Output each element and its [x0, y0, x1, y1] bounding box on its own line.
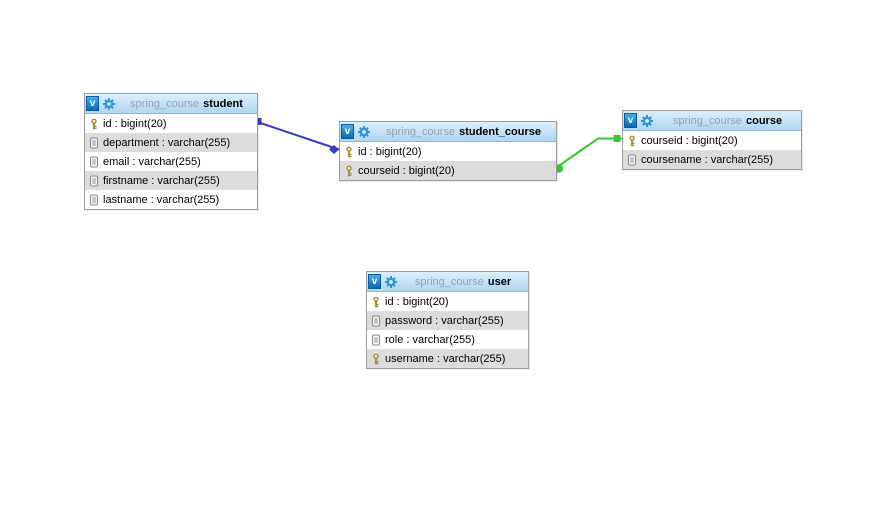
column-field-icon	[372, 315, 380, 326]
column-row[interactable]: id : bigint(20)	[367, 292, 528, 311]
primary-key-icon	[373, 296, 379, 307]
column-field-icon	[628, 154, 636, 165]
column-field-icon	[90, 175, 98, 186]
column-label: id : bigint(20)	[385, 295, 449, 308]
table-node-course[interactable]: v spring_course course	[622, 110, 802, 170]
table-name: student	[203, 97, 243, 110]
column-label: courseid : bigint(20)	[358, 164, 455, 177]
schema-name: spring_course	[385, 125, 456, 138]
column-label: id : bigint(20)	[103, 117, 167, 130]
collapse-toggle-button[interactable]: v	[624, 113, 637, 128]
column-row[interactable]: department : varchar(255)	[85, 133, 257, 152]
column-row[interactable]: id : bigint(20)	[340, 142, 556, 161]
column-label: id : bigint(20)	[358, 145, 422, 158]
collapse-toggle-button[interactable]: v	[368, 274, 381, 289]
column-row[interactable]: username : varchar(255)	[367, 349, 528, 368]
column-row[interactable]: id : bigint(20)	[85, 114, 257, 133]
column-field-icon	[90, 194, 98, 205]
primary-key-icon	[91, 118, 97, 129]
schema-name: spring_course	[130, 97, 200, 110]
column-field-icon	[372, 334, 380, 345]
table-name: user	[487, 275, 512, 288]
column-row[interactable]: password : varchar(255)	[367, 311, 528, 330]
column-row[interactable]: lastname : varchar(255)	[85, 190, 257, 209]
relation-marker-diamond	[329, 145, 339, 154]
column-field-icon	[90, 137, 98, 148]
column-label: firstname : varchar(255)	[103, 174, 220, 187]
relation-line	[255, 120, 340, 151]
column-row[interactable]: courseid : bigint(20)	[340, 161, 556, 180]
column-row[interactable]: email : varchar(255)	[85, 152, 257, 171]
relation-line	[554, 137, 622, 170]
column-label: email : varchar(255)	[103, 155, 201, 168]
column-label: courseid : bigint(20)	[641, 134, 738, 147]
column-row[interactable]: courseid : bigint(20)	[623, 131, 801, 150]
gear-icon[interactable]	[102, 97, 116, 111]
gear-icon[interactable]	[384, 275, 398, 289]
column-label: role : varchar(255)	[385, 333, 475, 346]
table-name: student_course	[459, 125, 541, 138]
column-row[interactable]: role : varchar(255)	[367, 330, 528, 349]
schema-name: spring_course	[414, 275, 484, 288]
column-label: username : varchar(255)	[385, 352, 506, 365]
column-label: lastname : varchar(255)	[103, 193, 220, 206]
column-field-icon	[90, 156, 98, 167]
table-title: spring_course course	[654, 115, 801, 127]
primary-key-icon	[346, 165, 352, 176]
primary-key-icon	[346, 146, 352, 157]
column-row[interactable]: coursename : varchar(255)	[623, 150, 801, 169]
collapse-toggle-button[interactable]: v	[341, 124, 354, 139]
column-row[interactable]: firstname : varchar(255)	[85, 171, 257, 190]
column-label: password : varchar(255)	[385, 314, 504, 327]
table-name: course	[746, 114, 783, 127]
gear-icon[interactable]	[357, 125, 371, 139]
collapse-toggle-button[interactable]: v	[86, 96, 99, 111]
primary-key-icon	[373, 353, 379, 364]
primary-key-icon	[629, 135, 635, 146]
column-label: coursename : varchar(255)	[641, 153, 774, 166]
gear-icon[interactable]	[640, 114, 654, 128]
column-label: department : varchar(255)	[103, 136, 231, 149]
table-header[interactable]: v spring_course course	[623, 111, 801, 131]
schema-name: spring_course	[672, 114, 742, 127]
relation-marker-square	[613, 135, 621, 142]
